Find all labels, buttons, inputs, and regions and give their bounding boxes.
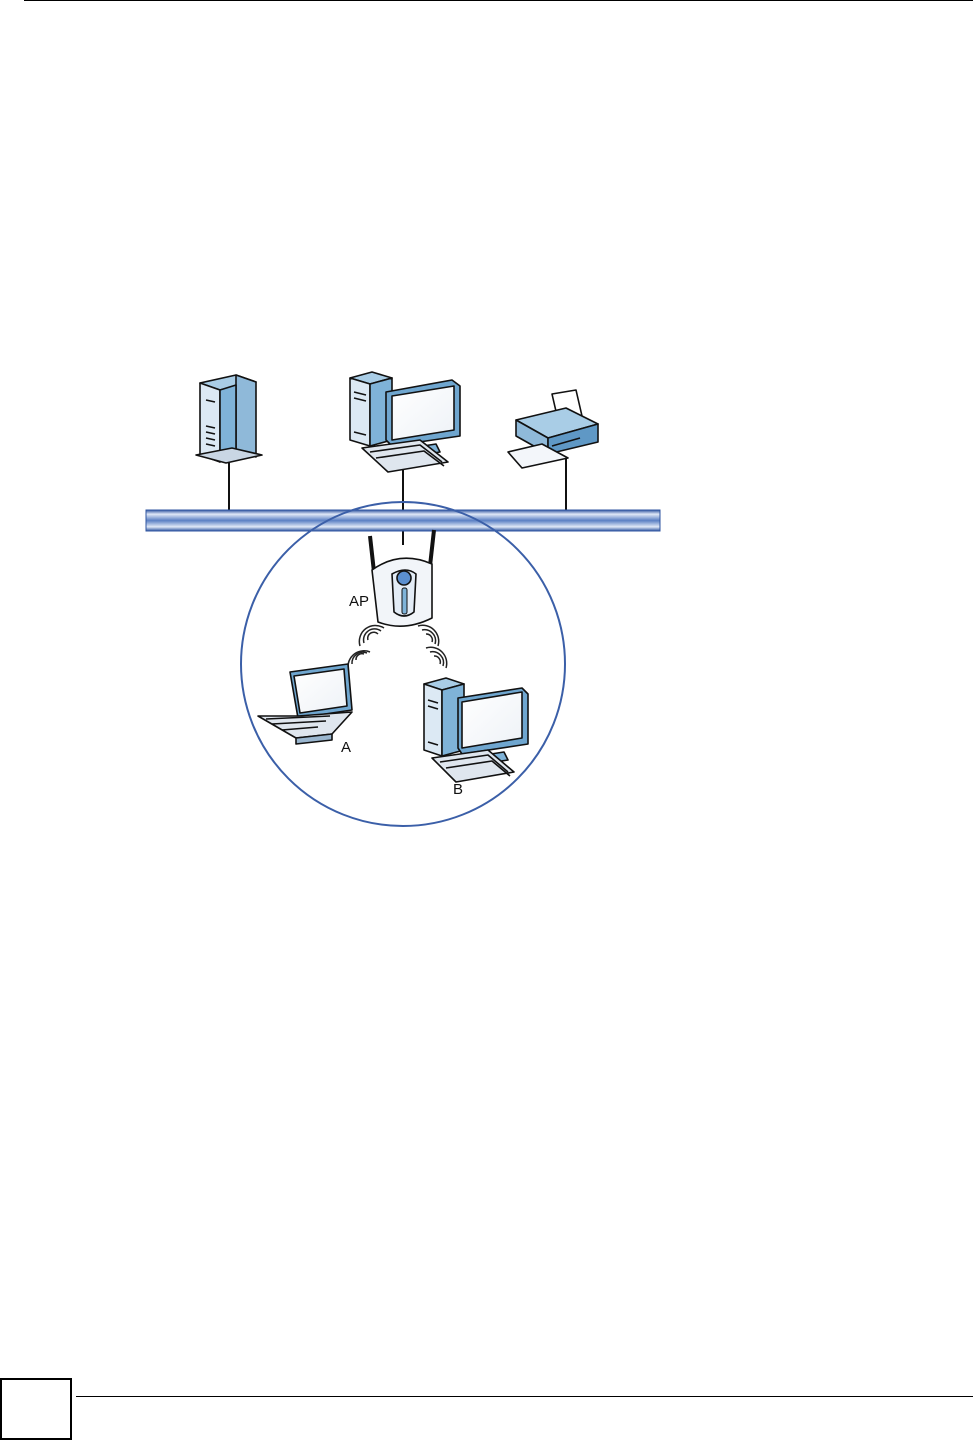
page-number-box — [0, 1378, 72, 1440]
wireless-signal-icon — [418, 625, 447, 668]
wireless-network-diagram: AP A B — [0, 0, 973, 1380]
printer-icon — [508, 390, 598, 468]
laptop-label: A — [341, 739, 351, 756]
footer-rule — [76, 1396, 973, 1397]
desktop-icon — [424, 678, 528, 782]
access-point-label: AP — [349, 593, 369, 610]
wireless-signal-icon — [348, 625, 384, 668]
server-icon — [196, 375, 262, 463]
workstation-icon — [350, 372, 460, 472]
desktop-label: B — [453, 781, 463, 798]
wireless-coverage-circle — [241, 502, 565, 826]
network-bus — [146, 510, 660, 531]
laptop-icon — [258, 664, 352, 744]
